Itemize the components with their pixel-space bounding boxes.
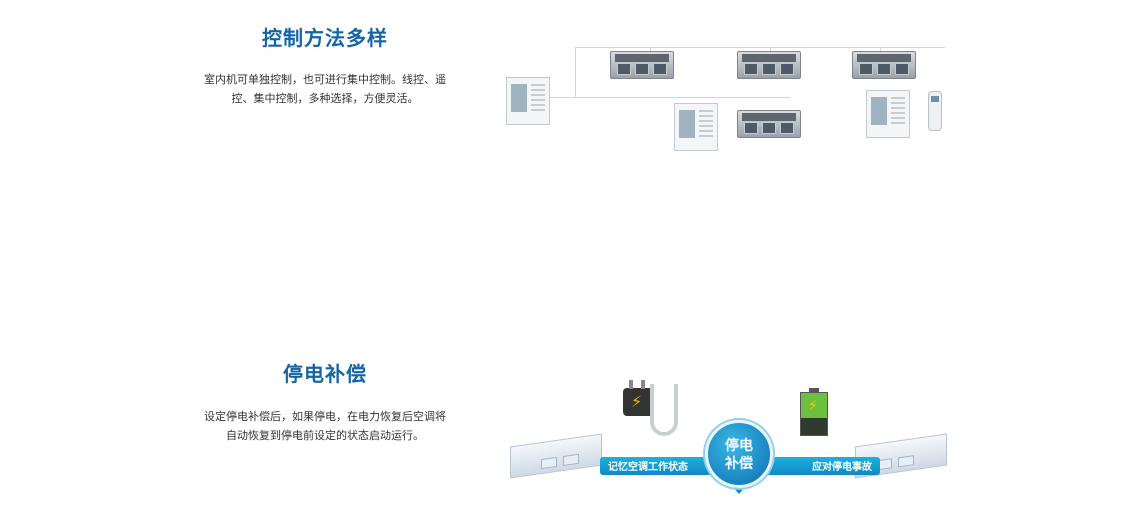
description-line: 控、集中控制，多种选择，方便灵活。 (231, 92, 419, 105)
controller-screen (511, 84, 527, 112)
badge-line: 补偿 (725, 456, 753, 472)
banner-left-text: 记忆空调工作状态 (608, 462, 688, 473)
wire-line (575, 47, 945, 48)
description-line: 设定停电补偿后，如果停电，在电力恢复后空调将 (204, 410, 446, 423)
remote-control-image (928, 91, 942, 131)
lightning-icon: ⚡ (808, 398, 818, 414)
control-network-illustration (500, 35, 960, 165)
badge-line: 停电 (725, 438, 753, 454)
controller-keys (699, 110, 713, 138)
duct-unit-image (852, 51, 916, 79)
wired-controller-image (506, 77, 550, 125)
power-plug-icon: ⚡ (623, 380, 653, 416)
description-line: 室内机可单独控制，也可进行集中控制。线控、遥 (204, 73, 446, 86)
description-line: 自动恢复到停电前设定的状态启动运行。 (226, 429, 424, 442)
unit-vent (895, 63, 909, 75)
unit-vent (744, 122, 758, 134)
controller-screen (871, 97, 887, 125)
feature-power-failure-compensation: 停电补偿 设定停电补偿后，如果停电，在电力恢复后空调将 自动恢复到停电前设定的状… (0, 340, 1130, 527)
plug-prong (629, 380, 633, 389)
wire-line (530, 97, 790, 98)
feature-title: 控制方法多样 (262, 26, 388, 50)
unit-vent (744, 63, 758, 75)
lightning-icon: ⚡ (631, 392, 643, 411)
duct-unit-image (737, 110, 801, 138)
power-compensation-illustration: ⚡ ⚡ 记忆空调工作状态 应对停电事故 停电 补偿 (505, 370, 955, 500)
unit-vent (653, 63, 667, 75)
duct-unit-image (737, 51, 801, 79)
wired-controller-image (866, 90, 910, 138)
unit-vent (635, 63, 649, 75)
feature-description: 室内机可单独控制，也可进行集中控制。线控、遥 控、集中控制，多种选择，方便灵活。 (180, 70, 470, 108)
wired-controller-image (674, 103, 718, 151)
feature-control-methods: 控制方法多样 室内机可单独控制，也可进行集中控制。线控、遥 控、集中控制，多种选… (0, 0, 1130, 190)
wire-line (575, 47, 576, 97)
power-compensation-badge: 停电 补偿 (705, 420, 773, 488)
unit-vent (762, 63, 776, 75)
unit-vent (780, 122, 794, 134)
unit-vent (859, 63, 873, 75)
duct-unit-image (610, 51, 674, 79)
plug-prong (641, 380, 645, 389)
remote-screen (931, 96, 939, 102)
feature-title: 停电补偿 (283, 362, 367, 386)
duct-vent (563, 453, 579, 467)
power-cord (650, 384, 678, 436)
controller-keys (891, 97, 905, 125)
controller-screen (679, 110, 695, 138)
controller-keys (531, 84, 545, 112)
unit-vent (780, 63, 794, 75)
unit-vent (762, 122, 776, 134)
feature-description: 设定停电补偿后，如果停电，在电力恢复后空调将 自动恢复到停电前设定的状态启动运行… (180, 407, 470, 445)
duct-unit-left-image (510, 433, 602, 479)
battery-icon: ⚡ (800, 388, 828, 436)
banner-right-text: 应对停电事故 (812, 462, 872, 473)
duct-vent (541, 456, 557, 470)
unit-vent (877, 63, 891, 75)
unit-vent (617, 63, 631, 75)
duct-vent (898, 455, 914, 468)
